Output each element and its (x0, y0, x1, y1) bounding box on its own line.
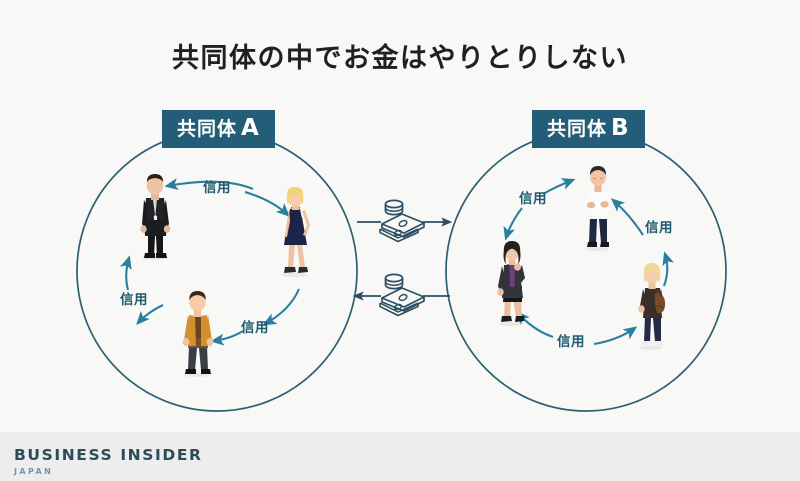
community-a-trust-label-bottom: 信用 (241, 320, 269, 336)
community-a-trust-label-top: 信用 (203, 180, 231, 196)
community-a-trust-arrow-2 (244, 190, 290, 217)
person-with-backpack (638, 263, 666, 350)
logo-main-text: BUSINESS INSIDER (14, 446, 203, 464)
community-b-badge-letter: B (611, 115, 630, 141)
community-a-trust-arrow-1 (164, 178, 254, 190)
community-b-circle (445, 130, 727, 412)
community-a-trust-arrow-3 (262, 288, 300, 326)
community-b-trust-arrow-5 (593, 326, 638, 346)
community-a-badge-letter: A (241, 115, 260, 141)
community-a-trust-arrow-6 (120, 255, 132, 291)
community-b-trust-arrow-3 (610, 198, 644, 236)
community-b-trust-label-right: 信用 (645, 220, 673, 236)
person-man-in-black-suit (140, 174, 171, 260)
person-woman-in-dark-coat (497, 241, 525, 326)
page-title: 共同体の中でお金はやりとりしない (172, 43, 628, 74)
community-b-trust-arrow-1 (542, 178, 576, 195)
person-man-in-orange-jacket (182, 291, 214, 377)
business-insider-logo: BUSINESS INSIDER JAPAN (14, 446, 203, 476)
money-stack-icon-bottom (379, 273, 425, 317)
person-woman-in-navy-dress (282, 187, 310, 277)
community-b-badge-label: 共同体 (547, 118, 608, 140)
money-stack-icon-top (379, 199, 425, 243)
community-b-trust-label-bottom: 信用 (557, 334, 585, 350)
community-a-trust-arrow-4 (210, 330, 244, 346)
community-a-badge-label: 共同体 (177, 118, 238, 140)
community-a-trust-label-left: 信用 (120, 292, 148, 308)
community-b-trust-label-topleft: 信用 (519, 191, 547, 207)
footer-band (0, 432, 800, 481)
logo-sub-text: JAPAN (14, 466, 54, 476)
community-a-trust-arrow-5 (136, 304, 164, 326)
person-man-arms-crossed (585, 166, 611, 251)
community-b-trust-arrow-2 (503, 207, 523, 241)
community-a-circle (76, 130, 358, 412)
community-b-trust-arrow-4 (662, 251, 674, 287)
